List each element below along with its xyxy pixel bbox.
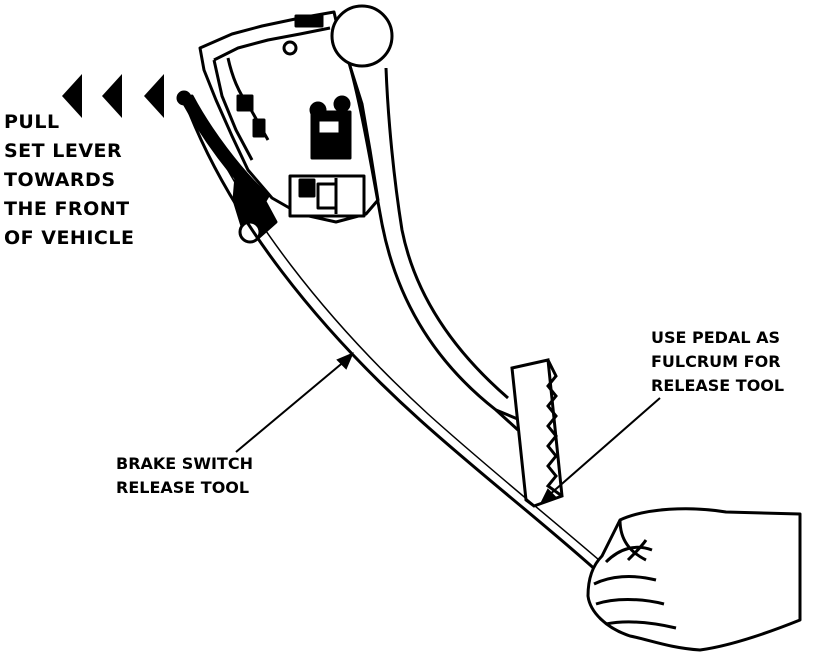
use-pedal-callout: USE PEDAL AS FULCRUM FOR RELEASE TOOL	[651, 326, 784, 398]
release-tool-callout: BRAKE SWITCH RELEASE TOOL	[116, 452, 253, 500]
use-pedal-line-1: USE PEDAL AS	[651, 328, 781, 347]
release-tool-line-2: RELEASE TOOL	[116, 478, 250, 497]
leader-use-pedal	[547, 397, 661, 497]
pull-line-2: SET LEVER	[4, 140, 123, 162]
leader-release-tool	[235, 359, 347, 453]
use-pedal-line-3: RELEASE TOOL	[651, 376, 785, 395]
release-tool-rod	[184, 99, 607, 574]
leader-lines	[235, 352, 661, 504]
pedal-arm	[330, 4, 521, 432]
release-tool-line-1: BRAKE SWITCH	[116, 454, 253, 473]
use-pedal-line-2: FULCRUM FOR	[651, 352, 781, 371]
pedal-pad	[510, 358, 564, 508]
arrow-1	[62, 74, 82, 118]
pull-lever-instruction: PULL SET LEVER TOWARDS THE FRONT OF VEHI…	[4, 108, 134, 253]
pull-line-4: THE FRONT	[4, 198, 130, 220]
pull-line-5: OF VEHICLE	[4, 227, 135, 249]
direction-arrows	[62, 74, 164, 118]
arrow-3	[144, 74, 164, 118]
arrow-2	[102, 74, 122, 118]
pull-line-3: TOWARDS	[4, 169, 116, 191]
pull-line-1: PULL	[4, 111, 60, 133]
hand	[586, 507, 802, 652]
